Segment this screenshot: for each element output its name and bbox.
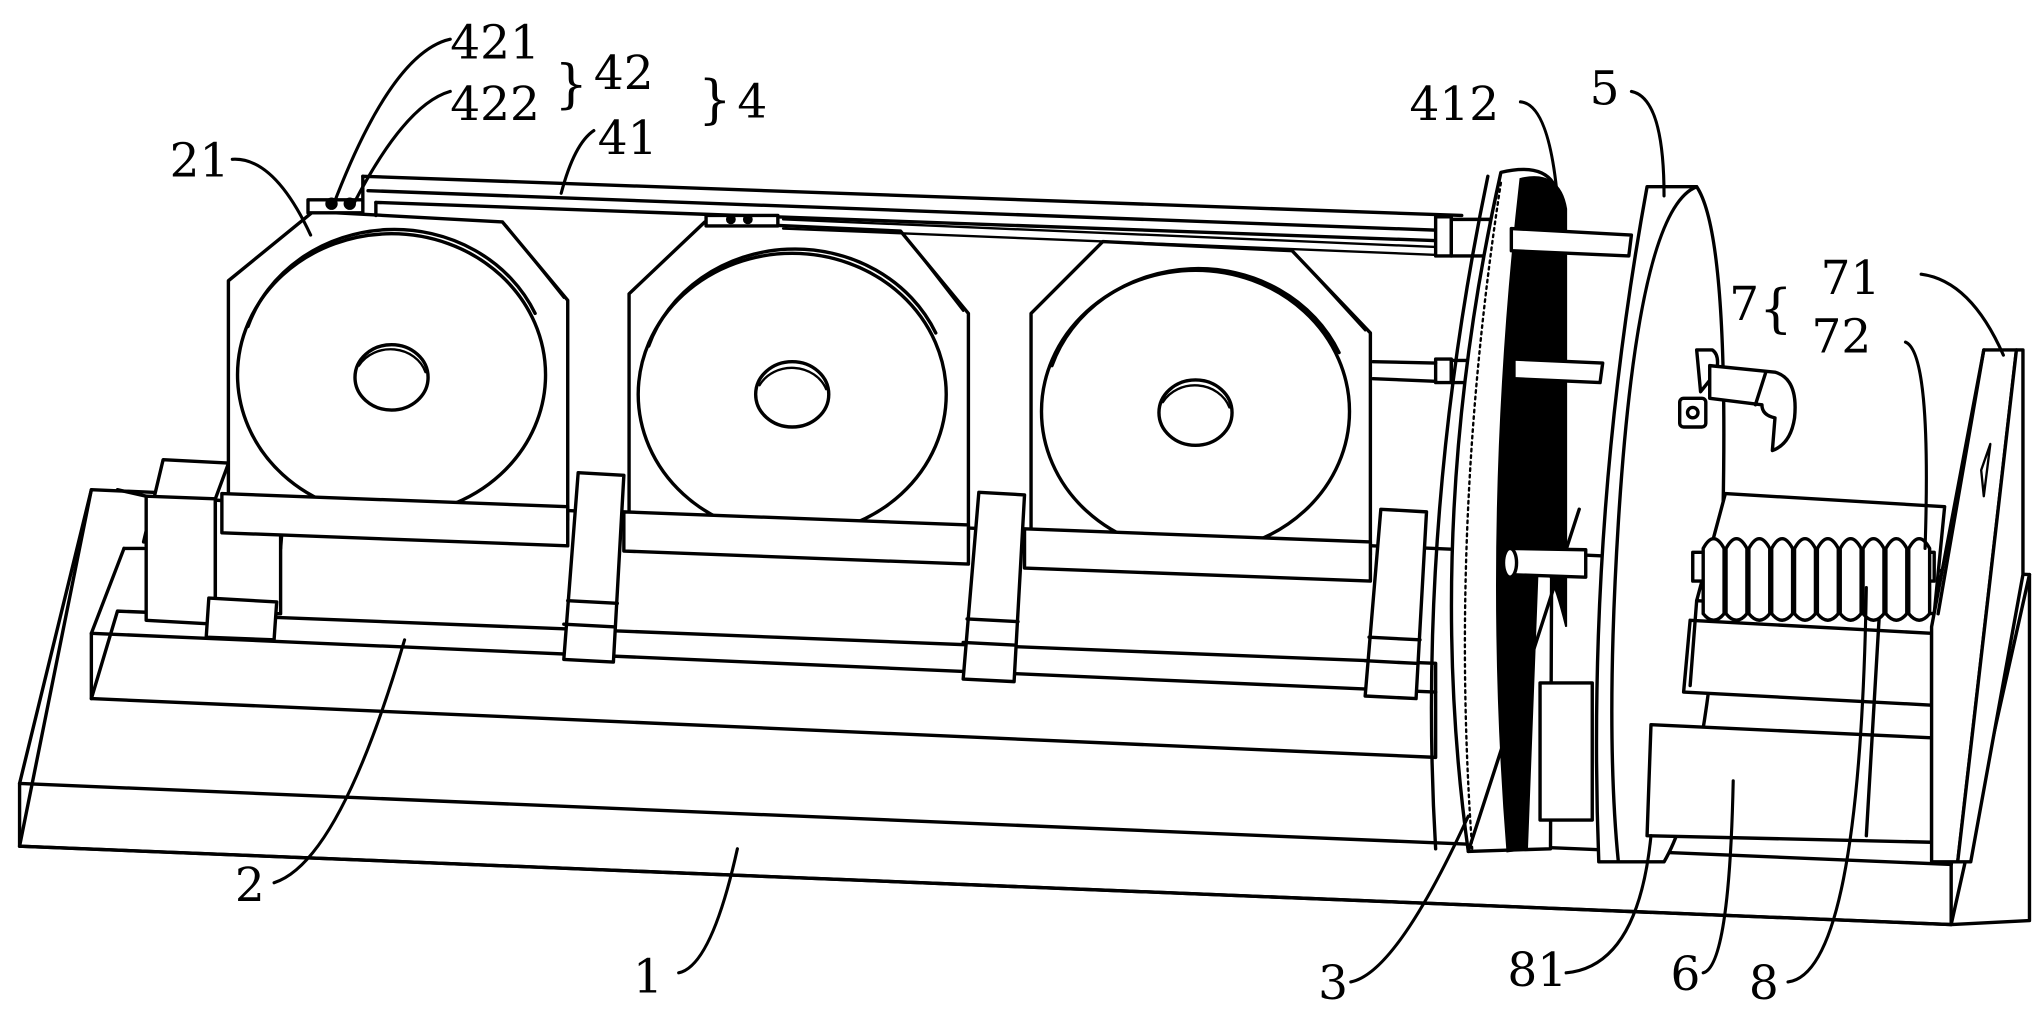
leader-3 — [1349, 814, 1470, 984]
leader-41 — [559, 129, 596, 195]
spring-coil — [1792, 536, 1818, 622]
spring-coil — [1884, 536, 1909, 622]
leader-81 — [1564, 834, 1653, 975]
disk-housing-2 — [622, 220, 971, 566]
spring-coil — [1861, 536, 1886, 622]
leader-421 — [331, 37, 452, 208]
label-42: 42 — [594, 46, 654, 101]
spring-coil — [1701, 536, 1726, 622]
label-1: 1 — [633, 949, 663, 1004]
leader-8 — [1786, 586, 1868, 984]
label-3: 3 — [1318, 956, 1348, 1011]
hook-assembly — [1678, 348, 1797, 453]
leader-21 — [230, 157, 313, 237]
rod-assembly — [306, 174, 1493, 385]
leader-2 — [272, 638, 407, 885]
support-blocks — [562, 471, 1429, 701]
label-412: 412 — [1410, 77, 1500, 132]
brace-4: } — [698, 71, 731, 131]
leader-6 — [1701, 779, 1735, 975]
label-21: 21 — [170, 133, 230, 188]
disk-housing-1 — [220, 209, 570, 548]
brace-42: } — [555, 55, 588, 115]
spring-coil — [1838, 536, 1863, 622]
end-frame-71 — [1929, 348, 2025, 864]
spring-coil — [1724, 536, 1749, 622]
spring-coil — [1747, 536, 1772, 622]
gear — [1429, 167, 1581, 854]
label-4: 4 — [737, 75, 767, 130]
label-2: 2 — [235, 858, 265, 913]
shafts — [1501, 226, 1634, 579]
leader-5 — [1629, 89, 1666, 198]
leader-72 — [1903, 340, 1928, 551]
label-41: 41 — [598, 111, 658, 166]
label-422: 422 — [450, 77, 540, 132]
brace-7: { — [1759, 279, 1792, 339]
disk-housing-3 — [1022, 239, 1373, 583]
leader-422 — [350, 89, 452, 208]
disk-2-hub — [753, 360, 831, 429]
spring-coil — [1815, 536, 1840, 622]
label-71: 71 — [1821, 251, 1881, 306]
spring-coil — [1770, 536, 1795, 622]
label-6: 6 — [1671, 947, 1701, 1002]
reference-labels: 421 422 } 42 } 4 41 21 412 5 7 { 71 72 2… — [170, 16, 1881, 1011]
label-81: 81 — [1507, 943, 1567, 998]
disk-3-hub — [1157, 378, 1234, 447]
leader-1 — [677, 847, 739, 975]
label-8: 8 — [1749, 956, 1779, 1011]
spring-coil — [1907, 536, 1932, 622]
label-7: 7 — [1729, 277, 1759, 332]
leader-lines — [230, 37, 2005, 984]
label-421: 421 — [450, 16, 540, 71]
disk-1-hub — [353, 343, 430, 412]
spring — [1691, 536, 1936, 622]
leader-412 — [1518, 100, 1562, 231]
label-5: 5 — [1590, 61, 1620, 116]
label-72: 72 — [1812, 310, 1872, 365]
leader-71 — [1919, 272, 2005, 357]
